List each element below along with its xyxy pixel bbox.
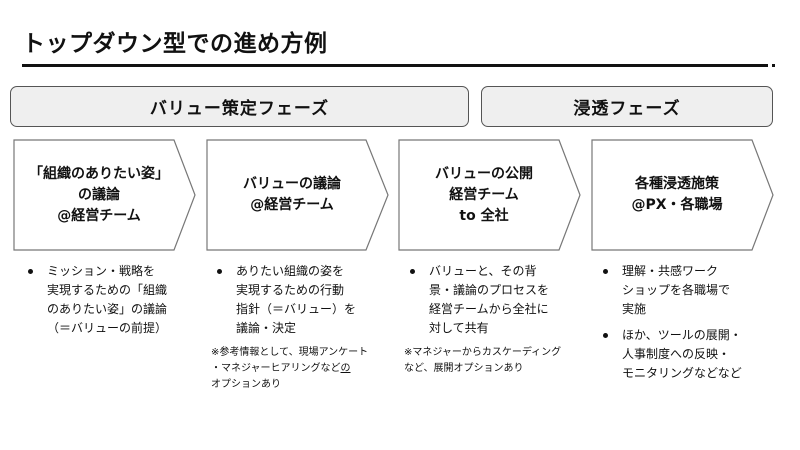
note-line: ※参考情報として、現場アンケート (211, 347, 369, 358)
bullet-line: 実現するための「組織 (47, 283, 168, 297)
step-2-line: @経営チーム (250, 197, 334, 213)
step-1-line: @経営チーム (57, 207, 141, 224)
bullet-line: 経営チームから全社に (429, 302, 549, 316)
step-1-description: ミッション・戦略を 実現するための「組織 のありたい姿」の議論 （＝バリューの前… (22, 262, 167, 345)
bullet-line: モニタリングなどなど (622, 366, 742, 380)
note-line: オプションあり (211, 379, 281, 390)
chevron-step-4 (591, 139, 774, 251)
step-3-line: to 全社 (459, 207, 509, 224)
step-4-line: @PX・各職場 (631, 197, 723, 213)
bullet-line: バリューと、その背 (429, 264, 537, 278)
bullet-line: ショップを各職場で (622, 283, 731, 297)
bullet-item: ミッション・戦略を 実現するための「組織 のありたい姿」の議論 （＝バリューの前… (22, 262, 167, 338)
bullet-line: ほか、ツールの展開・ (622, 328, 742, 342)
bullet-line: （＝バリューの前提） (47, 321, 168, 335)
page-title: トップダウン型での進め方例 (22, 31, 328, 57)
bullet-line: ありたい組織の姿を (236, 264, 345, 278)
bullet-line: 指針（＝バリュー）を (236, 302, 357, 316)
bullet-line: のありたい姿」の議論 (47, 302, 168, 316)
bullet-item: 理解・共感ワーク ショップを各職場で 実施 (597, 262, 742, 319)
chevron-step-3 (398, 139, 581, 251)
note-line: ・マネジャーヒアリングなどの (211, 361, 368, 377)
bullet-line: ミッション・戦略を (47, 264, 156, 278)
step-2-description: ありたい組織の姿を 実現するための行動 指針（＝バリュー）を 議論・決定 ※参考… (211, 262, 368, 393)
chevron-step-1 (13, 139, 196, 251)
step-3-line: バリューの公開 (435, 165, 533, 182)
phase-penetration: 浸透フェーズ (481, 86, 773, 127)
phase-value-setting: バリュー策定フェーズ (10, 86, 469, 127)
step-3-line: 経営チーム (449, 186, 519, 203)
title-divider-dot (772, 64, 775, 67)
step-4-line: 各種浸透施策 (635, 176, 719, 192)
note-line: など、展開オプションあり (404, 363, 524, 374)
bullet-line: 景・議論のプロセスを (429, 283, 550, 297)
step-2-label: バリューの議論 @経営チーム (207, 140, 377, 250)
step-2-line: バリューの議論 (243, 176, 341, 192)
step-1-line: 「組織のありたい姿」 (29, 165, 169, 182)
bullet-line: 理解・共感ワーク (622, 264, 719, 278)
step-3-note: ※マネジャーからカスケーディング など、展開オプションあり (404, 345, 561, 377)
bullet-line: 実施 (622, 302, 647, 316)
step-1-label: 「組織のありたい姿」 の議論 @経営チーム (14, 140, 184, 250)
note-underlined-text: の (340, 363, 351, 374)
title-divider (22, 64, 768, 67)
bullet-line: 議論・決定 (236, 321, 297, 335)
step-4-description: 理解・共感ワーク ショップを各職場で 実施 ほか、ツールの展開・ 人事制度への反… (597, 262, 742, 390)
bullet-item: ほか、ツールの展開・ 人事制度への反映・ モニタリングなどなど (597, 326, 742, 383)
bullet-line: 実現するための行動 (236, 283, 345, 297)
step-1-line: の議論 (78, 186, 120, 203)
chevron-step-2 (206, 139, 389, 251)
step-3-label: バリューの公開 経営チーム to 全社 (399, 140, 569, 250)
bullet-line: 対して共有 (429, 321, 489, 335)
step-2-note: ※参考情報として、現場アンケート ・マネジャーヒアリングなどの オプションあり (211, 345, 368, 393)
note-text: ・マネジャーヒアリングなど (211, 363, 341, 374)
note-line: ※マネジャーからカスケーディング (404, 347, 562, 358)
step-3-description: バリューと、その背 景・議論のプロセスを 経営チームから全社に 対して共有 ※マ… (404, 262, 561, 377)
step-4-label: 各種浸透施策 @PX・各職場 (592, 140, 762, 250)
bullet-line: 人事制度への反映・ (622, 347, 731, 361)
bullet-item: バリューと、その背 景・議論のプロセスを 経営チームから全社に 対して共有 (404, 262, 561, 338)
bullet-item: ありたい組織の姿を 実現するための行動 指針（＝バリュー）を 議論・決定 (211, 262, 368, 338)
